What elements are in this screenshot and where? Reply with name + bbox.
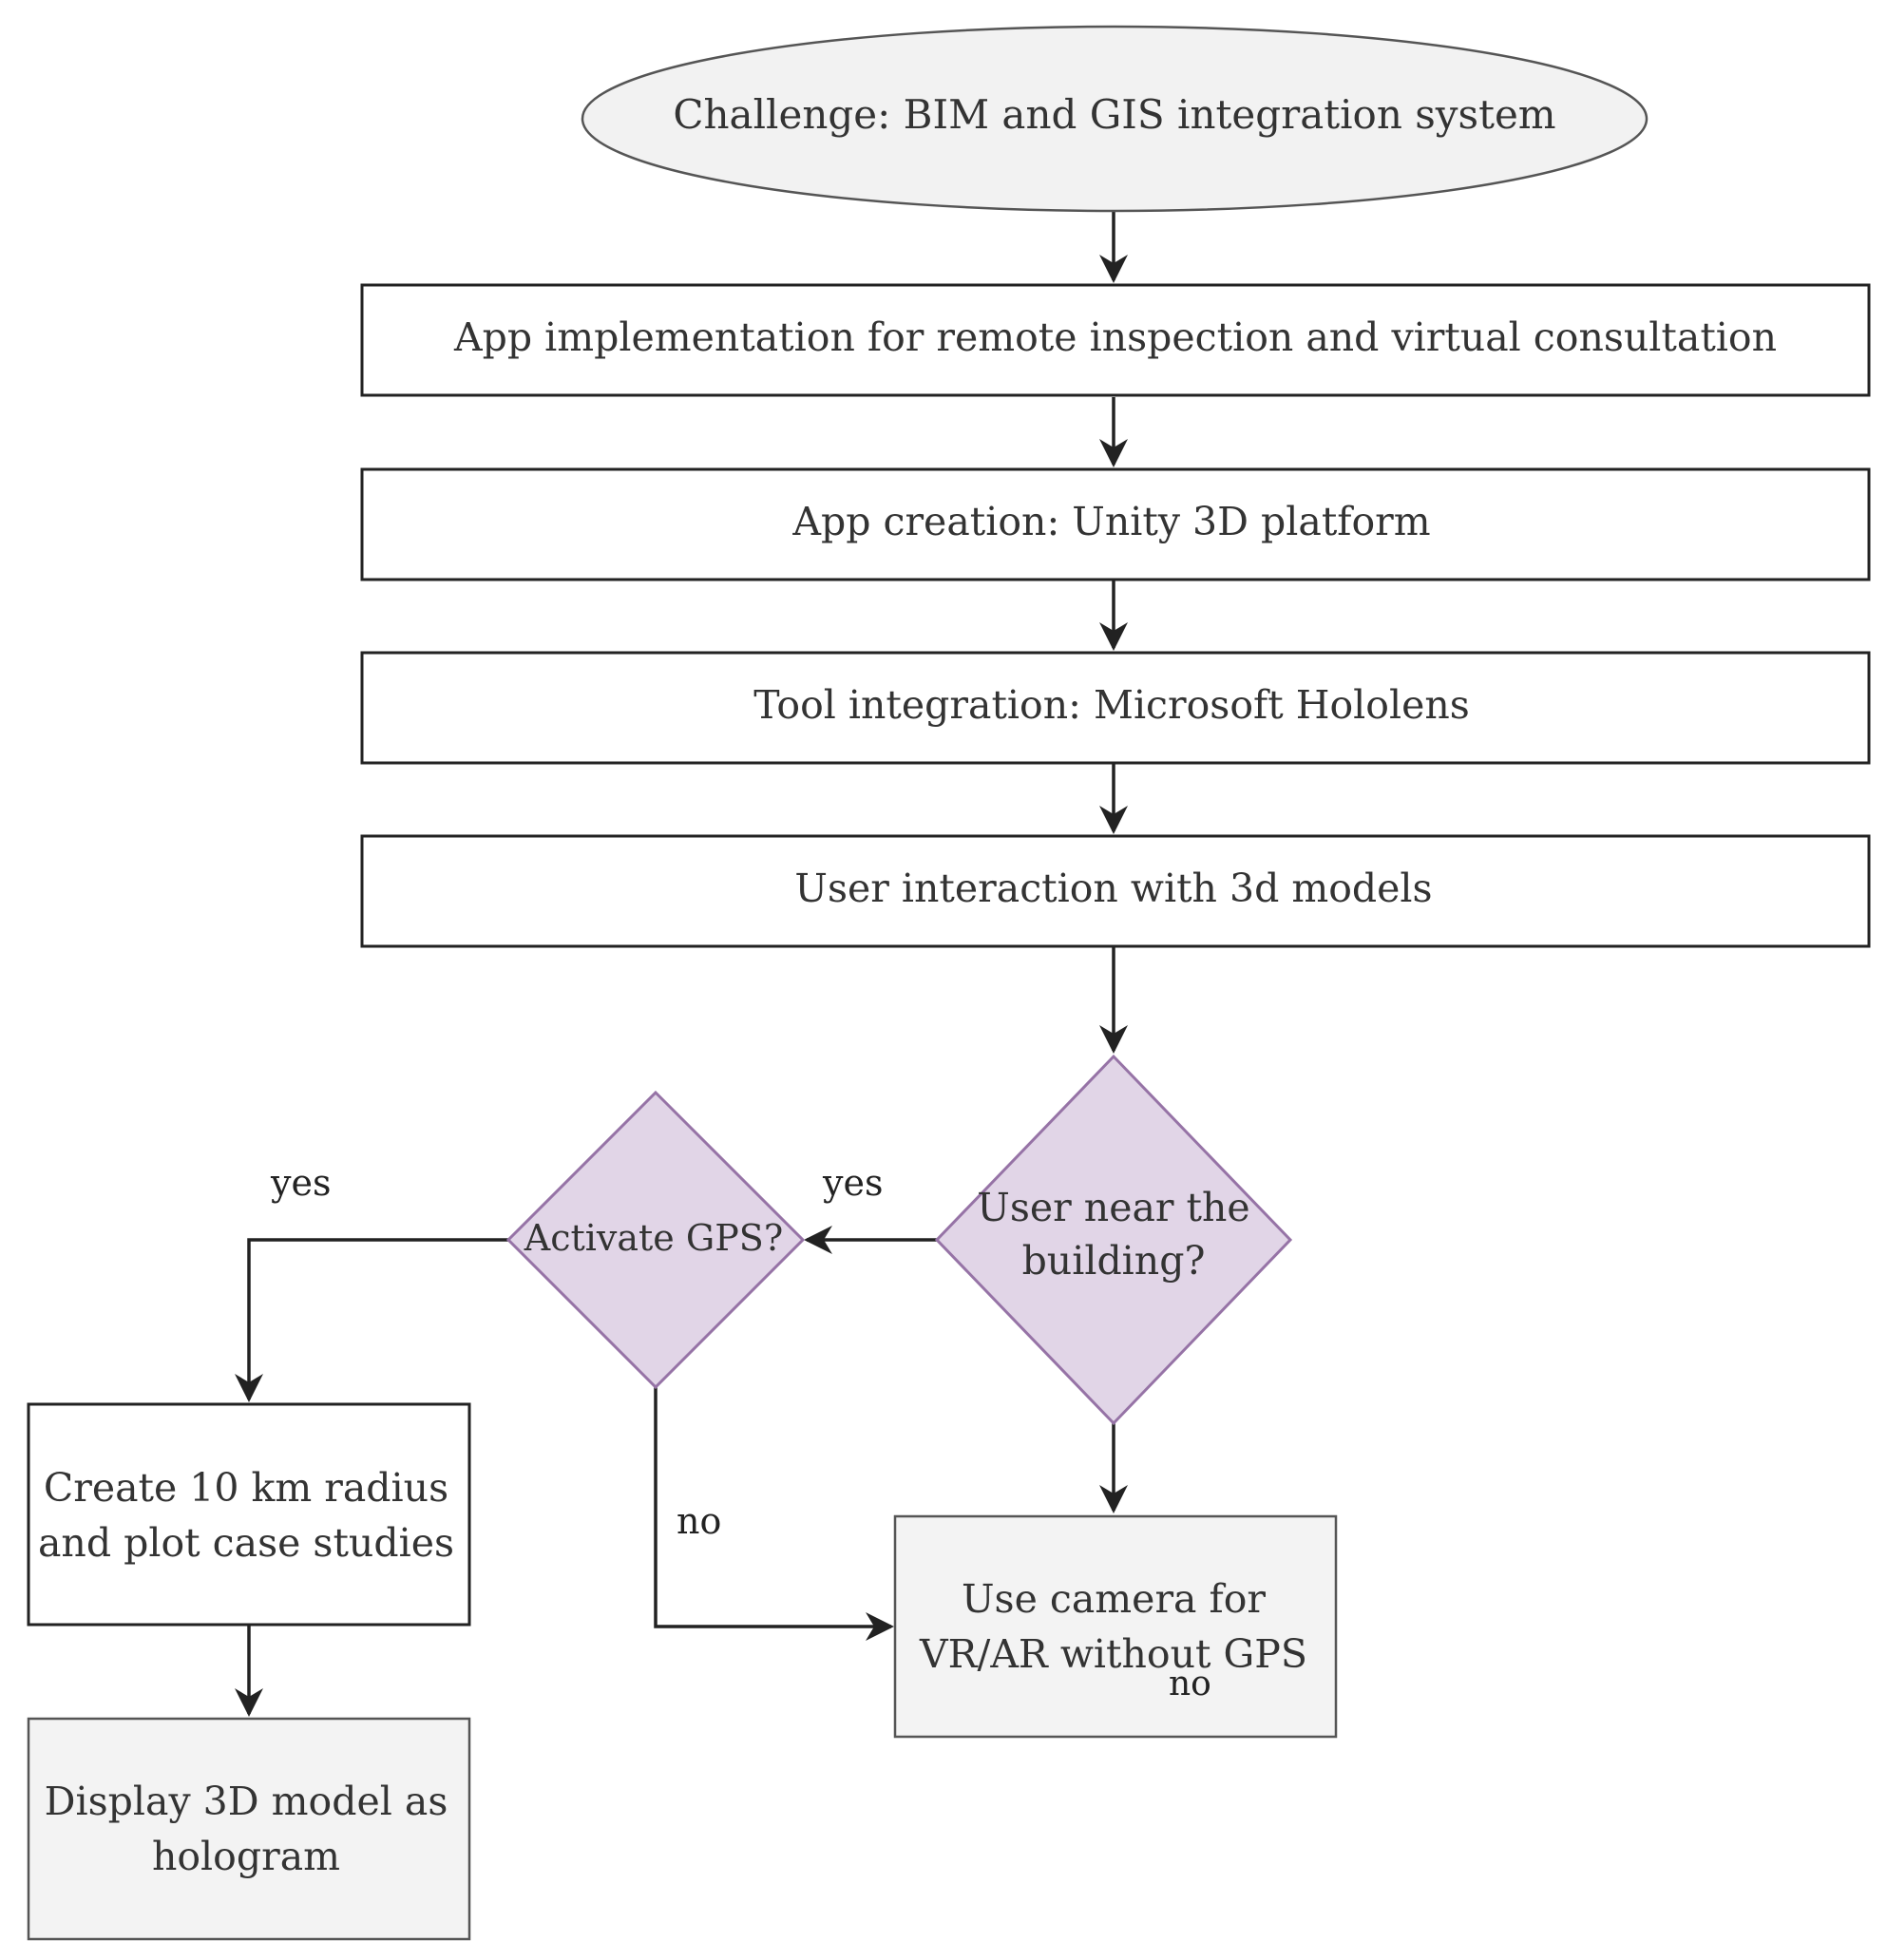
decision-gps-label: Activate GPS? xyxy=(524,1217,783,1259)
step4-node: User interaction with 3d models xyxy=(360,834,1871,948)
text-line: building? xyxy=(1022,1238,1206,1284)
text-line: Activate GPS? xyxy=(524,1217,783,1259)
step3-node: Tool integration: Microsoft Hololens xyxy=(360,651,1871,765)
step4-box xyxy=(360,834,1871,948)
text-line: App implementation for remote inspection… xyxy=(453,314,1777,360)
text-line: Use camera for xyxy=(962,1576,1266,1622)
step2-node: App creation: Unity 3D platform xyxy=(360,467,1871,581)
edge-label-gps-no: no xyxy=(677,1500,721,1542)
text-line: User interaction with 3d models xyxy=(794,866,1432,911)
start-label: Challenge: BIM and GIS integration syste… xyxy=(673,91,1555,138)
step4-label: User interaction with 3d models xyxy=(794,866,1432,911)
text-line: hologram xyxy=(152,1834,340,1879)
decision-near-node: User near the building? xyxy=(934,1054,1293,1426)
decision-gps-node: Activate GPS? xyxy=(505,1090,806,1390)
decision-gps-diamond xyxy=(505,1090,806,1390)
decision-near-label: User near the building? xyxy=(977,1185,1249,1284)
edge-label-near-no: no xyxy=(1169,1665,1211,1703)
start-node: Challenge: BIM and GIS integration syste… xyxy=(581,25,1649,213)
step3-label: Tool integration: Microsoft Hololens xyxy=(753,682,1470,728)
text-line: Create 10 km radius xyxy=(44,1465,448,1511)
step1-node: App implementation for remote inspection… xyxy=(360,283,1871,397)
text-line: and plot case studies xyxy=(38,1520,454,1566)
text-line: Challenge: BIM and GIS integration syste… xyxy=(673,91,1555,138)
connectors xyxy=(235,211,1128,1717)
step1-box xyxy=(360,283,1871,397)
radius-label: Create 10 km radius and plot case studies xyxy=(38,1465,454,1566)
arrow-gps-to-camera xyxy=(654,1387,894,1641)
decision-near-diamond xyxy=(934,1054,1293,1426)
hologram-node: Display 3D model as hologram xyxy=(27,1717,471,1941)
step1-label: App implementation for remote inspection… xyxy=(453,314,1777,360)
edge-labels: yes yes no no xyxy=(270,1162,1211,1703)
radius-box xyxy=(27,1402,471,1627)
text-line: VR/AR without GPS xyxy=(919,1631,1307,1677)
arrow-gps-to-radius xyxy=(235,1238,508,1402)
start-ellipse xyxy=(581,25,1649,213)
hologram-label: Display 3D model as hologram xyxy=(45,1779,448,1879)
camera-box xyxy=(893,1514,1338,1739)
step3-box xyxy=(360,651,1871,765)
hologram-box xyxy=(27,1717,471,1941)
text-line: Display 3D model as xyxy=(45,1779,448,1824)
edge-label-near-yes: yes xyxy=(822,1162,883,1204)
text-line: Tool integration: Microsoft Hololens xyxy=(753,682,1470,728)
step2-label: App creation: Unity 3D platform xyxy=(791,499,1430,544)
step2-box xyxy=(360,467,1871,581)
text-line: User near the xyxy=(977,1185,1249,1230)
text-line: App creation: Unity 3D platform xyxy=(791,499,1430,544)
radius-node: Create 10 km radius and plot case studies xyxy=(27,1402,471,1627)
edge-label-gps-yes: yes xyxy=(270,1162,331,1204)
